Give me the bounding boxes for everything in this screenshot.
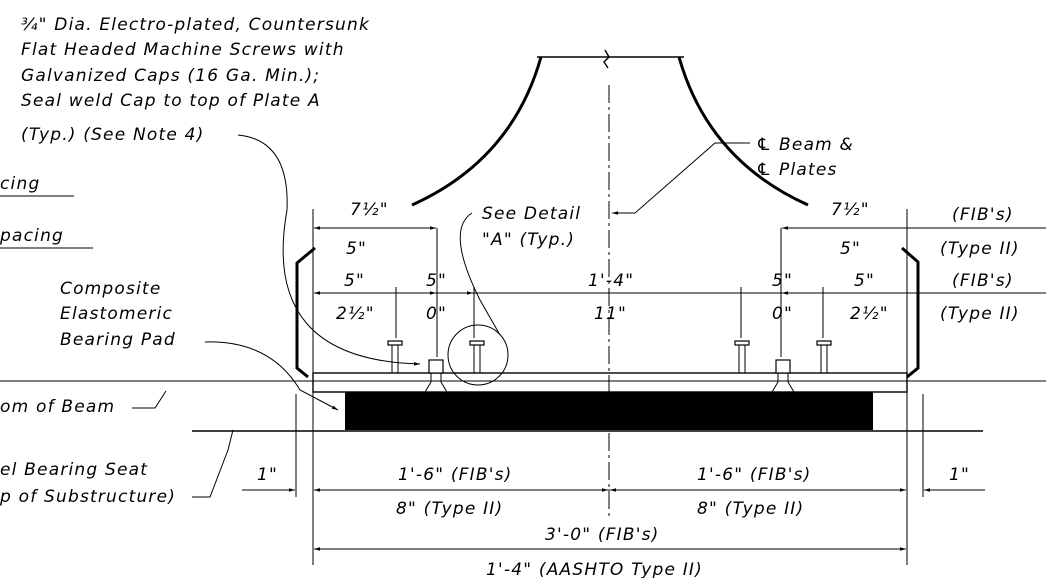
dim-half-right-fib: 1'-6" (FIB's) <box>697 465 812 485</box>
plate-a <box>312 372 908 393</box>
screw-note-line-2: Flat Headed Machine Screws with <box>21 40 345 60</box>
dim-right-gap-fib: 5" <box>772 271 793 291</box>
beam-flange-right <box>901 246 920 379</box>
dim-right-edge-fib: 5" <box>854 271 875 291</box>
dim-top-right-type2: 5" <box>840 239 861 259</box>
bearing-seat-label-1: el Bearing Seat <box>0 460 148 480</box>
screw-note-line-4: Seal weld Cap to top of Plate A <box>21 91 321 111</box>
screw-note-line-1: ¾" Dia. Electro-plated, Countersunk <box>21 15 370 35</box>
beam-flange-left <box>295 246 316 379</box>
dim-top-left-type2: 5" <box>346 239 367 259</box>
see-detail-line-1: See Detail <box>482 204 581 224</box>
dim-left-gap-fib: 5" <box>426 271 447 291</box>
tick-marks <box>395 287 824 338</box>
machine-screw <box>469 340 485 373</box>
dim-top-left-overall: 7½" <box>350 200 389 220</box>
dim-overall-fib: 3'-0" (FIB's) <box>545 525 660 545</box>
machine-screw <box>734 340 750 373</box>
see-detail-line-2: "A" (Typ.) <box>482 230 575 250</box>
centerline-note-line-1: ℄ Beam & <box>756 135 854 155</box>
dim-right-gap-type2: 0" <box>772 304 793 324</box>
dimension-lines <box>242 226 1046 551</box>
machine-screw <box>816 340 832 373</box>
dim-right-edge-type2: 2½" <box>850 304 889 324</box>
dim-left-edge-fib: 5" <box>344 271 365 291</box>
dim-left-gap-type2: 0" <box>426 304 447 324</box>
dim-center-fib: 1'-4" <box>588 271 634 291</box>
dim-right-type2-2: (Type II) <box>940 304 1020 324</box>
countersunk-anchor <box>424 359 448 393</box>
leader-lines <box>0 134 750 498</box>
dim-half-left-fib: 1'-6" (FIB's) <box>398 465 513 485</box>
dim-right-type2-1: (Type II) <box>940 239 1020 259</box>
dim-half-right-type2: 8" (Type II) <box>697 499 804 519</box>
detail-a-circle <box>447 324 509 386</box>
pad-note-line-2: Elastomeric <box>60 304 173 324</box>
dim-left-edge-type2: 2½" <box>336 304 375 324</box>
dim-center-type2: 11" <box>594 304 627 324</box>
screw-note-line-5: (Typ.) (See Note 4) <box>21 125 204 145</box>
dim-overall-aashto: 1'-4" (AASHTO Type II) <box>486 560 703 578</box>
centerline-note-line-2: ℄ Plates <box>756 160 838 180</box>
dim-half-left-type2: 8" (Type II) <box>396 499 503 519</box>
left-cut-label-2: pacing <box>0 226 64 246</box>
pad-note-line-1: Composite <box>60 279 162 299</box>
pad-note-line-3: Bearing Pad <box>60 330 176 350</box>
machine-screw <box>387 340 403 373</box>
dim-top-right-overall: 7½" <box>831 200 870 220</box>
dim-left-1in: 1" <box>257 465 278 485</box>
left-cut-label-1: cing <box>0 174 40 194</box>
dim-right-fib-1: (FIB's) <box>952 205 1014 225</box>
screw-note-line-3: Galvanized Caps (16 Ga. Min.); <box>21 66 320 86</box>
dim-right-fib-2: (FIB's) <box>952 271 1014 291</box>
beam-web-outline <box>411 49 809 207</box>
bottom-of-beam-label: om of Beam <box>0 397 115 417</box>
dim-right-1in: 1" <box>949 465 970 485</box>
countersunk-anchor <box>771 359 795 393</box>
bearing-seat-label-2: p of Substructure) <box>0 487 176 507</box>
